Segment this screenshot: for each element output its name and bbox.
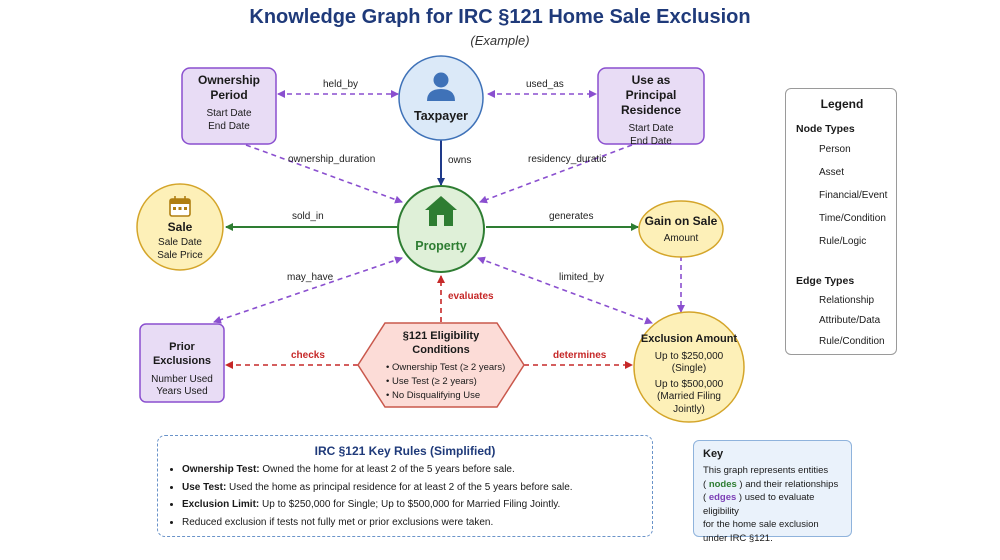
node-principal-residence[interactable]: [597, 67, 705, 145]
edge-label-held-by: held_by: [321, 79, 361, 90]
sale-date: Sale Date: [158, 237, 202, 248]
gain-title: Gain on Sale: [644, 214, 718, 228]
edge-label-checks: checks: [291, 350, 325, 361]
node-prior-exclusions[interactable]: [139, 323, 225, 403]
key-nodes-word: nodes: [708, 478, 737, 490]
house-icon: [425, 196, 457, 226]
legend-item-rule: Rule/Logic: [819, 236, 867, 247]
node-property[interactable]: [397, 185, 485, 273]
key-rules-panel: IRC §121 Key Rules (Simplified) Ownershi…: [157, 435, 653, 537]
legend-panel: Legend Node Types Person Asset Financial…: [785, 88, 897, 355]
key-line: This graph represents entities: [703, 465, 829, 476]
exclusion-line: (Single): [671, 363, 707, 375]
legend-item-rule-condition: Rule/Condition: [819, 336, 885, 347]
key-body: This graph represents entities ( nodes )…: [703, 464, 845, 545]
residence-end-date: End Date: [630, 135, 672, 147]
ownership-period-title-1: Ownership: [197, 73, 260, 87]
legend-item-asset: Asset: [819, 167, 845, 178]
legend-item-person: Person: [819, 144, 851, 155]
legend-title: Legend: [820, 97, 864, 111]
edge-label-owns: owns: [448, 155, 472, 166]
rule-item: Ownership Test: Owned the home for at le…: [182, 461, 652, 479]
node-gain-on-sale[interactable]: [638, 200, 724, 258]
prior-number-used: Number Used: [151, 373, 213, 385]
edge-label-limited-by: limited_by: [559, 272, 605, 283]
edge-may-have: [213, 256, 403, 324]
exclusion-title: Exclusion Amount: [640, 333, 738, 345]
page-subtitle: (Example): [470, 33, 530, 48]
eligibility-item: • Use Test (≥ 2 years): [386, 375, 477, 387]
property-title: Property: [415, 239, 467, 253]
legend-edge-types-label: Edge Types: [796, 275, 855, 287]
residence-start-date: Start Date: [628, 123, 674, 134]
node-exclusion-amount[interactable]: [633, 311, 745, 423]
edge-ownership-duration: [245, 144, 403, 204]
exclusion-line: Up to $500,000: [654, 378, 724, 390]
eligibility-title-1: §121 Eligibility: [402, 330, 480, 342]
edge-label-may-have: may_have: [287, 272, 334, 283]
ownership-period-title-2: Period: [210, 88, 248, 102]
exclusion-line: Up to $250,000: [654, 350, 724, 362]
edge-limited-by: [477, 256, 653, 325]
eligibility-text: §121 Eligibility Conditions • Ownership …: [372, 330, 510, 403]
legend-item-relationship: Relationship: [819, 295, 875, 306]
sale-price: Sale Price: [157, 249, 203, 261]
key-line: ( nodes ) and their relationships: [703, 478, 839, 490]
edge-label-determines: determines: [553, 350, 607, 361]
taxpayer-text: Taxpayer: [400, 109, 482, 125]
ownership-start-date: Start Date: [206, 108, 252, 119]
edge-label-generates: generates: [547, 211, 596, 222]
edge-label-evaluates: evaluates: [448, 291, 494, 302]
page-title: Knowledge Graph for IRC §121 Home Sale E…: [249, 6, 751, 28]
node-ownership-period[interactable]: [181, 67, 277, 145]
exclusion-line: (Married Filing: [657, 391, 721, 403]
edge-label-residency-duration: residency_duratic: [528, 154, 607, 165]
node-sale[interactable]: [136, 183, 224, 271]
calendar-icon: [169, 196, 191, 217]
ownership-period-text: Ownership Period Start Date End Date: [182, 73, 276, 133]
residence-title-2: Principal Residence: [620, 88, 682, 117]
person-icon: [427, 72, 455, 101]
prior-exclusions-text: Prior Exclusions Number Used Years Used: [140, 341, 224, 399]
key-panel: Key This graph represents entities ( nod…: [693, 440, 852, 544]
ownership-end-date: End Date: [208, 120, 250, 132]
eligibility-title-2: Conditions: [412, 343, 470, 356]
rule-item: Exclusion Limit: Up to $250,000 for Sing…: [182, 496, 652, 514]
legend-item-financial: Financial/Event: [819, 190, 888, 201]
exclusion-line: Jointly): [673, 403, 705, 415]
taxpayer-title: Taxpayer: [414, 109, 468, 123]
edge-residency-duration: [479, 144, 633, 204]
legend-item-attribute: Attribute/Data: [819, 315, 881, 326]
prior-title: Prior Exclusions: [152, 341, 212, 367]
edge-label-sold-in: sold_in: [290, 211, 326, 222]
key-line: under IRC §121.: [703, 532, 773, 544]
sale-title: Sale: [167, 220, 193, 234]
residence-title-1: Use as: [631, 73, 671, 87]
edge-label-used-as: used_as: [524, 79, 566, 90]
edge-label-ownership-duration: ownership_duration: [288, 154, 376, 165]
legend-node-types-label: Node Types: [796, 123, 855, 135]
eligibility-item: • No Disqualifying Use: [386, 389, 481, 401]
key-line: for the home sale exclusion: [703, 519, 819, 530]
property-text: Property: [400, 239, 482, 255]
exclusion-amount-text: Exclusion Amount Up to $250,000 (Single)…: [636, 333, 742, 416]
rule-item: Reduced exclusion if tests not fully met…: [182, 514, 652, 532]
legend-item-time: Time/Condition: [819, 213, 886, 224]
prior-years-used: Years Used: [156, 386, 208, 397]
key-rules-list: Ownership Test: Owned the home for at le…: [164, 461, 652, 531]
gain-on-sale-text: Gain on Sale Amount: [639, 214, 723, 246]
rule-item: Use Test: Used the home as principal res…: [182, 479, 652, 497]
gain-amount: Amount: [663, 233, 699, 244]
sale-text: Sale Sale Date Sale Price: [140, 220, 220, 262]
principal-residence-text: Use as Principal Residence Start Date En…: [598, 73, 704, 148]
key-edges-word: edges: [708, 492, 737, 503]
key-title: Key: [703, 448, 724, 460]
node-eligibility-conditions[interactable]: [357, 322, 525, 408]
eligibility-item: • Ownership Test (≥ 2 years): [386, 361, 506, 373]
key-line: ( edges ) used to evaluate eligibility: [703, 492, 815, 517]
key-rules-title: IRC §121 Key Rules (Simplified): [314, 444, 496, 458]
